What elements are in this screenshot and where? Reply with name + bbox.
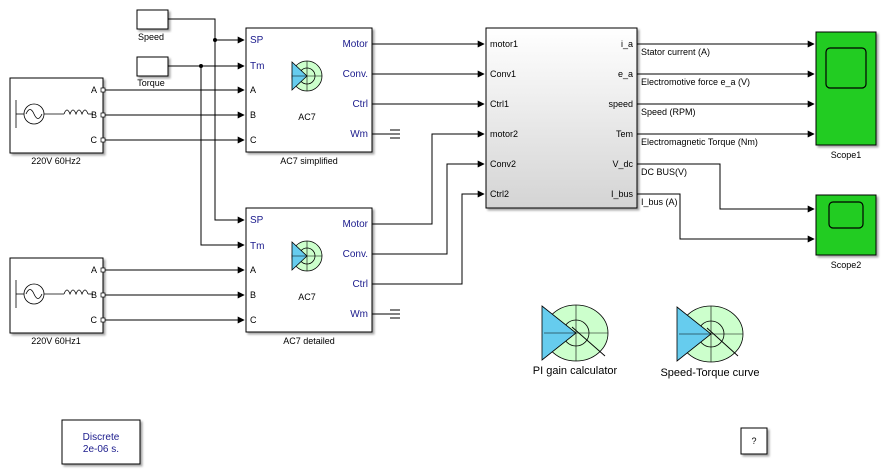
powergui-line1: Discrete: [83, 432, 120, 443]
powergui-line2: 2e-06 s.: [83, 444, 119, 455]
speed-label: Speed: [138, 32, 164, 42]
source-top-port-b: B: [91, 110, 97, 120]
meas-out-ia: i_a: [621, 39, 633, 49]
meas-in-ctrl1: Ctrl1: [490, 99, 509, 109]
meas-out-ea: e_a: [618, 69, 633, 79]
motor-icon: [291, 60, 323, 92]
meas-out-speed: speed: [608, 99, 633, 109]
speed-torque-label: Speed-Torque curve: [660, 367, 759, 379]
torque-constant-block[interactable]: Torque: [136, 56, 169, 88]
signal-label-stator: Stator current (A): [641, 47, 710, 57]
scope-screen-icon: [825, 47, 867, 89]
signal-label-emf: Electromotive force e_a (V): [641, 77, 750, 87]
signal-wires: [103, 18, 815, 324]
ac7s-title: AC7: [298, 112, 316, 122]
ac7d-in-a: A: [250, 265, 256, 275]
ac-source-icon: [15, 280, 93, 308]
meas-in-motor2: motor2: [490, 129, 518, 139]
ac-source-icon: [15, 100, 93, 128]
help-button[interactable]: ?: [740, 427, 768, 455]
meas-out-tem: Tem: [616, 129, 633, 139]
ac7-detailed-block[interactable]: SP Tm A B C Motor Conv. Ctrl Wm AC7 AC7 …: [245, 207, 373, 346]
ac7d-in-tm: Tm: [250, 241, 264, 252]
scope1-block[interactable]: Scope1: [815, 31, 877, 160]
meas-out-vdc: V_dc: [612, 159, 633, 169]
ac7s-in-sp: SP: [250, 35, 264, 46]
ac7s-out-wm: Wm: [350, 129, 368, 140]
scope-screen-icon: [828, 201, 864, 229]
ac7d-label: AC7 detailed: [283, 336, 335, 346]
motor-icon: [291, 240, 323, 272]
ac7d-title: AC7: [298, 292, 316, 302]
ac7s-label: AC7 simplified: [280, 156, 338, 166]
signal-label-dcbus: DC BUS(V): [641, 167, 687, 177]
ac-source-bottom-block[interactable]: A B C 220V 60Hz1: [9, 257, 106, 346]
scope2-block[interactable]: Scope2: [815, 194, 877, 270]
scope2-label: Scope2: [831, 260, 862, 270]
pi-gain-calculator-block[interactable]: PI gain calculator: [533, 304, 618, 377]
junction-dot: [213, 38, 217, 42]
ac7d-in-b: B: [250, 290, 256, 300]
meas-out-ibus: I_bus: [611, 189, 634, 199]
ac7d-out-conv: Conv.: [343, 249, 368, 260]
meas-in-conv1: Conv1: [490, 69, 516, 79]
meas-in-conv2: Conv2: [490, 159, 516, 169]
ac7s-in-b: B: [250, 110, 256, 120]
ac7d-out-wm: Wm: [350, 309, 368, 320]
ac7s-out-motor: Motor: [342, 39, 368, 50]
signal-label-torque: Electromagnetic Torque (Nm): [641, 137, 758, 147]
source-top-port-c: C: [91, 135, 98, 145]
signal-label-speed: Speed (RPM): [641, 107, 696, 117]
ac7s-in-tm: Tm: [250, 61, 264, 72]
ac7d-out-motor: Motor: [342, 219, 368, 230]
ac7-simplified-block[interactable]: SP Tm A B C Motor Conv. Ctrl Wm AC7 AC7 …: [245, 27, 373, 166]
source-bottom-label: 220V 60Hz1: [31, 336, 81, 346]
source-top-label: 220V 60Hz2: [31, 156, 81, 166]
meas-in-motor1: motor1: [490, 39, 518, 49]
scope1-label: Scope1: [831, 150, 862, 160]
ac7s-out-conv: Conv.: [343, 69, 368, 80]
pi-gain-label: PI gain calculator: [533, 365, 618, 377]
help-question-icon: ?: [751, 436, 756, 446]
source-bottom-port-a: A: [91, 265, 97, 275]
ac7s-out-ctrl: Ctrl: [352, 99, 368, 110]
ac7s-in-c: C: [250, 135, 257, 145]
powergui-block[interactable]: Discrete 2e-06 s.: [61, 419, 141, 465]
source-top-port-a: A: [91, 85, 97, 95]
ac-source-top-block[interactable]: A B C 220V 60Hz2: [9, 77, 106, 166]
ac7s-in-a: A: [250, 85, 256, 95]
torque-label: Torque: [137, 78, 165, 88]
measurement-subsystem-block[interactable]: motor1 Conv1 Ctrl1 motor2 Conv2 Ctrl2 i_…: [485, 27, 638, 209]
meas-in-ctrl2: Ctrl2: [490, 189, 509, 199]
source-bottom-port-b: B: [91, 290, 97, 300]
ac7d-in-c: C: [250, 315, 257, 325]
ac7d-out-ctrl: Ctrl: [352, 279, 368, 290]
ac7d-in-sp: SP: [250, 215, 264, 226]
source-bottom-port-c: C: [91, 315, 98, 325]
speed-torque-curve-block[interactable]: Speed-Torque curve: [660, 305, 760, 379]
speed-constant-block[interactable]: Speed: [136, 9, 169, 42]
signal-label-ibus: I_bus (A): [641, 197, 678, 207]
junction-dot: [199, 64, 203, 68]
